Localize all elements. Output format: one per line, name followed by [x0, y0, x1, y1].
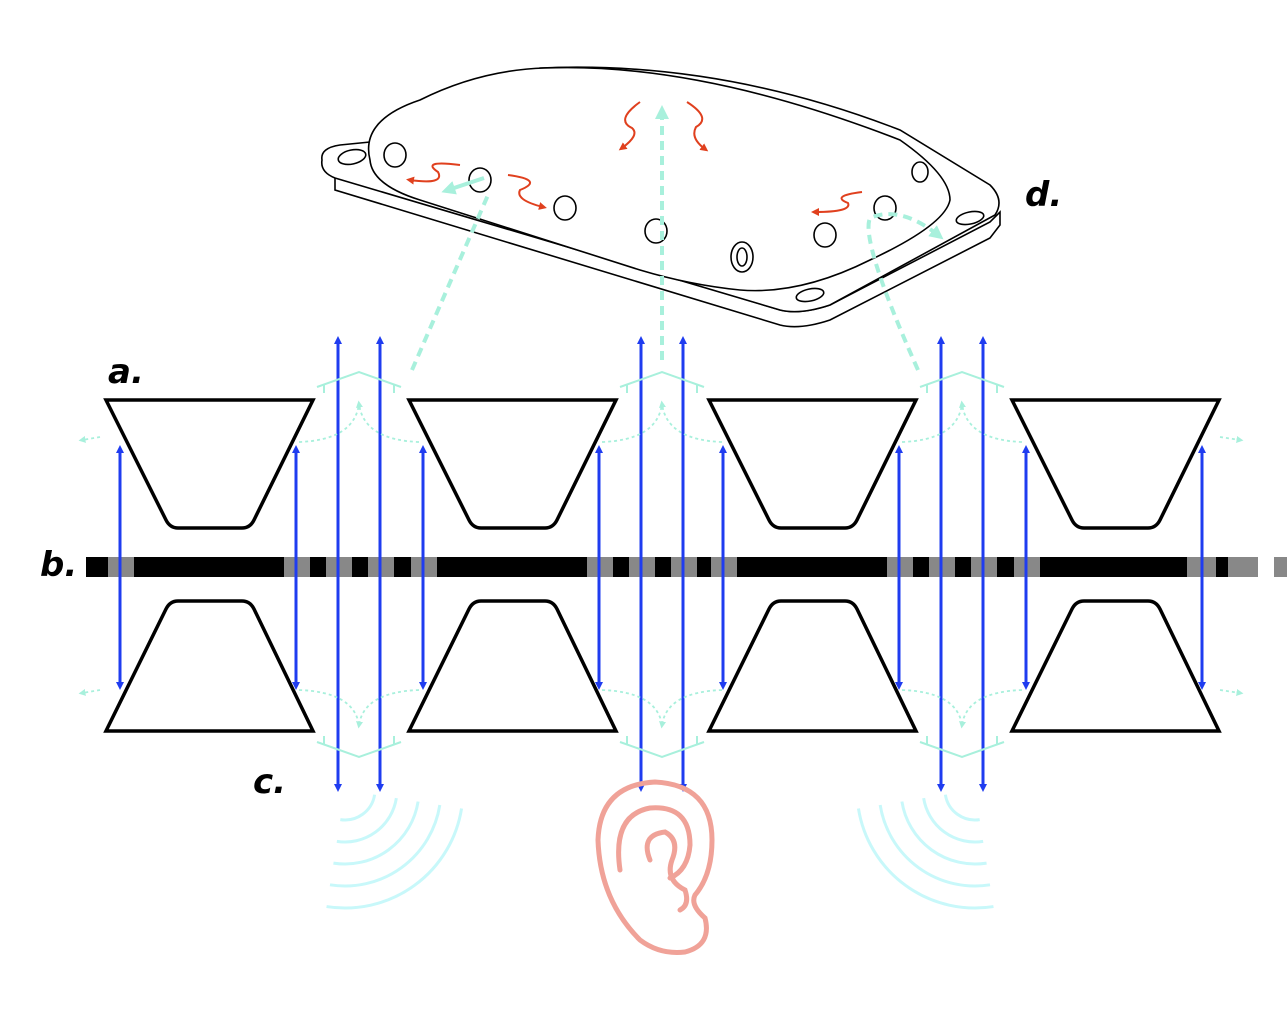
sound-wave-icon [340, 794, 377, 822]
sound-wave-icon [878, 804, 991, 888]
green-dotted-edge-arrow [78, 688, 101, 696]
sound-wave-icon [922, 797, 984, 844]
green-dotted-arc [298, 404, 420, 443]
bar-gray-segment [1274, 557, 1287, 577]
lower-trapezoid [706, 599, 919, 733]
green-chevron-top [919, 370, 1005, 393]
green-arrow [441, 176, 485, 195]
red-wavy-arrow [618, 101, 641, 151]
sound-wave-icon [326, 808, 464, 910]
sound-wave-icon [856, 808, 994, 910]
label-c: c. [253, 762, 287, 802]
green-chevron-top [619, 370, 705, 393]
bar-gray-segment [1187, 557, 1213, 577]
sound-wave-icon [900, 801, 987, 866]
ear-icon [595, 779, 715, 955]
sound-wave-icon [333, 801, 420, 866]
upper-trapezoid [1009, 398, 1222, 530]
red-wavy-arrow [686, 101, 709, 152]
label-b: b. [40, 545, 78, 585]
green-dotted-arc [901, 689, 1023, 725]
red-wavy-arrow [507, 174, 547, 210]
green-dashed-path [866, 212, 944, 371]
green-dotted-arc [298, 689, 420, 725]
device-housing [320, 66, 1001, 328]
lower-trapezoid [103, 599, 316, 733]
lower-trapezoid [1009, 599, 1222, 733]
green-chevron-top [316, 370, 402, 393]
bar-gray-segment [1232, 557, 1258, 577]
green-chevron-bottom [316, 736, 402, 759]
green-dotted-arc [901, 404, 1023, 443]
green-dotted-edge-arrow [1219, 436, 1244, 443]
green-dashed-path [410, 194, 490, 371]
green-chevron-bottom [919, 736, 1005, 759]
green-dotted-arc [601, 689, 723, 725]
label-d: d. [1025, 175, 1063, 215]
green-dotted-arc [601, 404, 723, 443]
upper-trapezoid [706, 398, 919, 530]
green-dotted-edge-arrow [78, 435, 101, 443]
red-wavy-arrow [406, 162, 461, 185]
sound-wave-icon [943, 794, 980, 822]
sound-wave-icon [336, 797, 398, 844]
green-dotted-edge-arrow [1219, 689, 1244, 696]
upper-trapezoid [406, 398, 619, 530]
bar-gray-segment [1228, 557, 1235, 577]
green-chevron-bottom [619, 736, 705, 759]
upper-trapezoid [103, 398, 316, 530]
substrate-bar [86, 557, 1235, 577]
red-wavy-arrow [811, 191, 863, 216]
label-a: a. [108, 352, 144, 392]
lower-trapezoid [406, 599, 619, 733]
sound-wave-icon [329, 804, 442, 888]
